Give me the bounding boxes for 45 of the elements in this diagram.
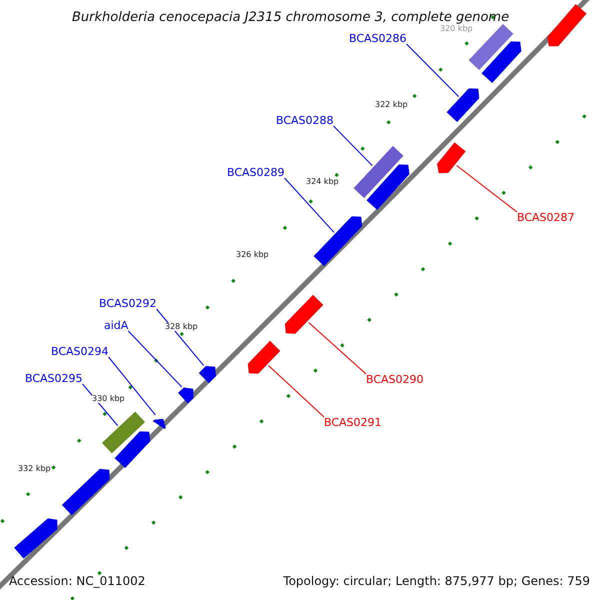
gene-label: BCAS0289: [227, 167, 285, 178]
gene-label: BCAS0291: [324, 417, 382, 428]
gene-feature: [437, 142, 466, 174]
leader-line: [333, 126, 373, 166]
leader-line: [128, 330, 182, 388]
footer-text: Topology: circular; Length: 875,977 bp; Genes: 759: [283, 575, 590, 587]
scale-label: 324 kbp: [306, 178, 339, 186]
gene-feature: [547, 4, 587, 46]
gene-feature: [152, 418, 166, 430]
scale-label: 320 kbp: [440, 25, 473, 33]
leader-line: [308, 322, 366, 374]
gene-feature: [102, 412, 146, 454]
gene-feature: [482, 41, 522, 83]
gene-feature: [354, 146, 404, 198]
gene-label: BCAS0287: [517, 212, 575, 223]
leader-line: [406, 44, 460, 98]
gene-feature: [284, 294, 324, 334]
gene-label: BCAS0292: [99, 298, 157, 309]
gene-feature: [114, 431, 150, 468]
leader-line: [108, 356, 156, 416]
gene-feature: [14, 518, 58, 559]
scale-label: 322 kbp: [375, 101, 408, 109]
gene-label: BCAS0295: [25, 373, 83, 384]
scale-label: 328 kbp: [165, 323, 198, 331]
gene-label: BCAS0290: [366, 374, 424, 385]
gene-feature: [366, 164, 410, 210]
title: Burkholderia cenocepacia J2315 chromosome 3, complete genome: [72, 11, 510, 24]
gene-label: BCAS0286: [349, 33, 407, 44]
scale-label: 332 kbp: [18, 465, 51, 473]
leader-line: [156, 308, 204, 366]
gene-feature: [198, 366, 216, 384]
leader-line: [284, 178, 334, 233]
footer-text: Accession: NC_011002: [9, 575, 146, 587]
leader-line: [456, 165, 518, 212]
gene-label: BCAS0294: [51, 346, 109, 357]
scale-label: 330 kbp: [92, 395, 125, 403]
gene-label: aidA: [104, 320, 128, 331]
gene-label: BCAS0288: [276, 115, 334, 126]
scale-label: 326 kbp: [236, 251, 269, 259]
gene-feature: [248, 340, 280, 374]
leader-line: [268, 365, 324, 418]
gene-feature: [178, 388, 194, 404]
gene-feature: [446, 88, 480, 122]
gene-feature: [62, 468, 110, 516]
gene-feature: [314, 216, 362, 266]
